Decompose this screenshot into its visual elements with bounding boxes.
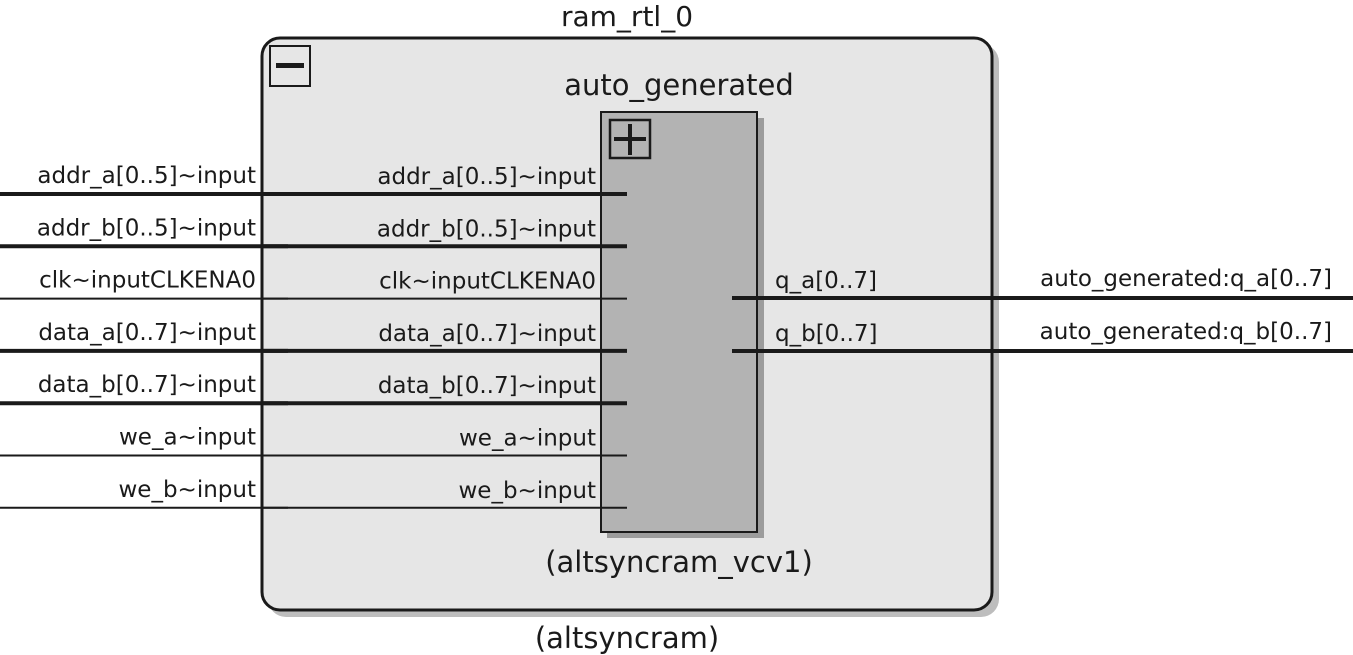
external-input-label: data_b[0..7]~input xyxy=(38,372,256,398)
internal-input-label: data_a[0..7]~input xyxy=(378,321,596,347)
inner-block-type: (altsyncram_vcv1) xyxy=(545,545,813,579)
external-input-label: clk~inputCLKENA0 xyxy=(39,268,256,294)
port-label-layer: addr_a[0..5]~input addr_b[0..5]~input clk~… xyxy=(37,163,1332,504)
internal-input-label: data_b[0..7]~input xyxy=(378,373,596,399)
internal-output-label: q_b[0..7] xyxy=(775,321,878,347)
internal-input-label: addr_b[0..5]~input xyxy=(377,216,596,242)
outer-block-type: (altsyncram) xyxy=(535,621,719,655)
external-input-label: we_a~input xyxy=(119,425,256,451)
inner-block-name: auto_generated xyxy=(564,68,794,102)
internal-output-label: q_a[0..7] xyxy=(775,268,877,294)
internal-input-label: we_a~input xyxy=(459,426,596,452)
external-output-label: auto_generated:q_b[0..7] xyxy=(1040,319,1332,345)
collapse-icon[interactable] xyxy=(269,45,311,87)
inner-block[interactable] xyxy=(600,111,758,533)
external-input-label: addr_b[0..5]~input xyxy=(37,215,256,241)
external-input-label: addr_a[0..5]~input xyxy=(37,163,256,189)
external-input-label: data_a[0..7]~input xyxy=(38,320,256,346)
internal-input-label: we_b~input xyxy=(459,478,597,504)
internal-input-label: clk~inputCLKENA0 xyxy=(379,269,596,295)
wire-layer xyxy=(0,192,1353,509)
expand-icon[interactable] xyxy=(608,118,652,160)
outer-block-name: ram_rtl_0 xyxy=(561,0,693,33)
internal-input-label: addr_a[0..5]~input xyxy=(377,164,596,190)
external-output-label: auto_generated:q_a[0..7] xyxy=(1040,266,1332,292)
external-input-label: we_b~input xyxy=(119,477,257,503)
